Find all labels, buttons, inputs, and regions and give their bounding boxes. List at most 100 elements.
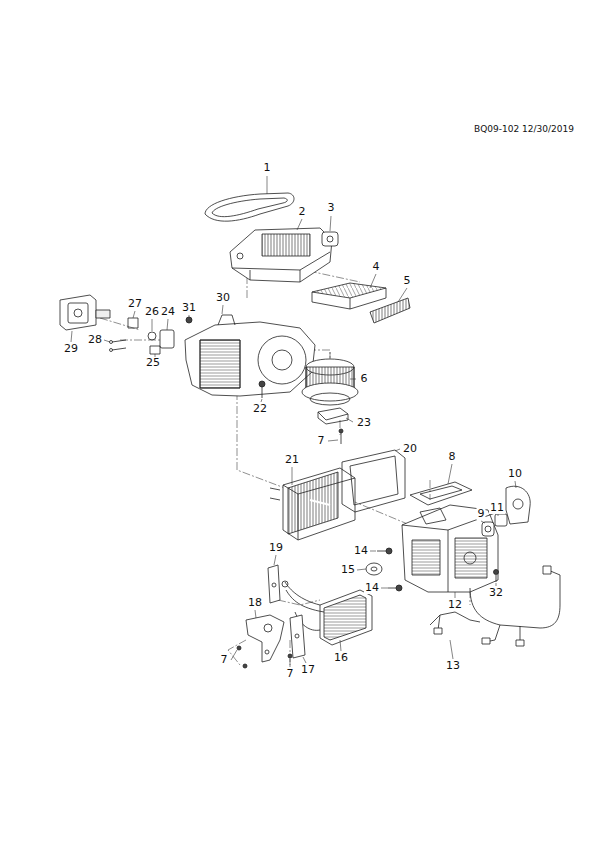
leader-line <box>481 521 485 523</box>
heater-case <box>455 538 487 578</box>
heater-core <box>285 582 324 612</box>
callout-number: 11 <box>489 502 505 514</box>
leader-line <box>297 219 302 230</box>
air-inlet-housing <box>230 228 332 282</box>
blower-motor <box>310 393 350 405</box>
heater-core <box>324 595 366 640</box>
exploded-view <box>60 176 560 668</box>
seal-frame <box>420 486 462 499</box>
callout-number: 7 <box>286 668 295 680</box>
leader-line <box>303 657 306 663</box>
leader-line <box>261 399 262 402</box>
wire-harness <box>516 640 524 646</box>
callout-number: 25 <box>145 357 161 369</box>
screw <box>288 654 292 658</box>
mounting-bracket <box>74 309 82 317</box>
screw <box>341 432 342 444</box>
heater-core <box>282 581 288 587</box>
alignment-line <box>100 318 140 330</box>
wire-harness <box>482 638 490 644</box>
leader-line <box>346 418 353 422</box>
wire-harness <box>434 628 442 634</box>
actuator <box>322 232 338 246</box>
screw <box>259 381 265 387</box>
callout-number: 30 <box>215 292 231 304</box>
heater-case <box>402 505 498 592</box>
pipe-clamp <box>264 624 272 632</box>
wire-harness <box>430 566 560 646</box>
screw <box>237 646 241 650</box>
evaporator <box>283 468 355 540</box>
screw <box>388 585 402 591</box>
wire-harness <box>430 612 500 642</box>
pipe-clamp <box>265 650 269 654</box>
leader-line <box>222 305 223 314</box>
heater-case <box>402 512 498 592</box>
blower-housing <box>258 336 306 384</box>
pipe-bracket <box>290 615 305 658</box>
callout-number: 19 <box>268 542 284 554</box>
blower-resistor <box>318 412 348 424</box>
wire-harness <box>470 570 560 628</box>
heater-case <box>412 540 440 575</box>
pipe-bracket <box>295 634 299 638</box>
actuator <box>485 526 491 532</box>
leader-line <box>455 592 456 598</box>
screw <box>386 548 392 554</box>
screw <box>494 570 499 575</box>
callout-number: 7 <box>220 654 229 666</box>
callout-number: 13 <box>445 660 461 672</box>
small-parts <box>110 318 175 354</box>
callout-number: 3 <box>327 202 336 214</box>
cabin-filter <box>312 288 386 309</box>
mode-actuator <box>513 499 523 509</box>
leader-line <box>515 481 516 488</box>
leader-line <box>330 216 331 231</box>
callout-number: 9 <box>477 508 486 520</box>
callout-number: 4 <box>372 261 381 273</box>
alignment-line <box>228 640 246 665</box>
blower-housing <box>185 322 315 396</box>
actuator <box>322 232 338 246</box>
evaporator <box>283 478 355 540</box>
evaporator <box>310 500 330 505</box>
cabin-filter <box>350 298 351 309</box>
leader-line <box>398 288 407 302</box>
cabin-filter <box>312 283 386 309</box>
grommet <box>366 563 382 575</box>
mounting-bracket <box>68 303 88 323</box>
leader-line <box>290 659 291 667</box>
pipe-bracket <box>272 583 276 587</box>
leader-line <box>496 583 497 586</box>
leader-line <box>133 311 135 318</box>
blower-housing <box>185 315 315 396</box>
callout-number: 26 <box>144 306 160 318</box>
callout-number: 8 <box>448 451 457 463</box>
leader-line <box>274 555 276 565</box>
mounting-bracket <box>60 295 96 330</box>
blower-motor <box>302 359 358 405</box>
heater-case <box>464 552 476 564</box>
callout-number: 23 <box>356 417 372 429</box>
grommet <box>371 567 377 571</box>
small-parts <box>128 318 138 328</box>
air-inlet-housing <box>232 252 330 270</box>
screw <box>237 646 292 668</box>
callout-number: 32 <box>488 587 504 599</box>
actuator <box>482 522 494 536</box>
screw <box>339 429 343 444</box>
heater-case <box>402 505 498 592</box>
leader-line <box>231 650 237 660</box>
blower-housing <box>200 340 240 388</box>
leader-line <box>255 610 256 618</box>
callout-number: 12 <box>447 599 463 611</box>
evaporator-seal-frame <box>342 450 405 512</box>
callout-number: 16 <box>333 652 349 664</box>
heater-core <box>282 581 372 645</box>
screw <box>186 317 192 323</box>
leader-line <box>71 331 72 342</box>
air-inlet-housing <box>230 228 332 282</box>
small-parts <box>110 349 113 352</box>
screw <box>377 548 392 554</box>
callout-number: 31 <box>181 302 197 314</box>
